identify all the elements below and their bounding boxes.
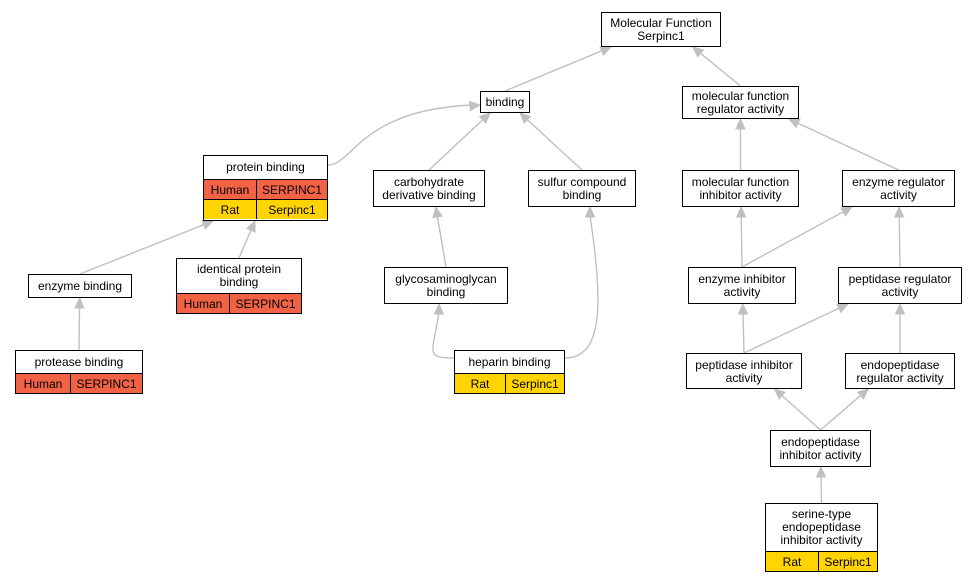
node-endopeptidase-regulator[interactable]: endopeptidase regulator activity (845, 353, 955, 389)
arrowhead (433, 302, 445, 315)
node-binding[interactable]: binding (480, 91, 530, 113)
gene-cell: Serpinc1 (505, 374, 564, 393)
node-label: Molecular Function Serpinc1 (610, 16, 712, 43)
annotation-row-human: Human SERPINC1 (177, 293, 301, 313)
node-label: heparin binding (468, 354, 551, 369)
annotation-row-human: Human SERPINC1 (204, 179, 327, 199)
arrowhead (735, 117, 746, 130)
node-label: peptidase regulator activity (848, 272, 952, 299)
gene-cell: Serpinc1 (818, 552, 877, 571)
species-cell: Rat (782, 554, 802, 569)
node-label: protein binding (226, 160, 305, 174)
edge-binding-to-molecular-function (504, 49, 604, 92)
edge-enzyme-binding-to-protein-binding (79, 223, 206, 275)
edge-peptidase-regulator-to-enzyme-regulator (898, 214, 901, 268)
node-label: sulfur compound binding (537, 175, 627, 202)
node-label: protease binding (34, 354, 124, 369)
gene-cell: SERPINC1 (70, 374, 142, 393)
node-carbohydrate-derivative[interactable]: carbohydrate derivative binding (373, 170, 485, 207)
arrowhead (856, 388, 870, 400)
edge-protease-binding-to-enzyme-binding (78, 305, 81, 351)
edge-protein-binding-to-binding (327, 104, 473, 166)
edge-mf-regulator-to-molecular-function (698, 51, 741, 87)
edge-endopeptidase-inhibitor-to-peptidase-inhibitor (780, 393, 821, 431)
node-label: enzyme inhibitor activity (698, 272, 786, 299)
node-peptidase-inhibitor[interactable]: peptidase inhibitor activity (686, 353, 802, 389)
annotation-row-rat: Rat Serpinc1 (455, 373, 564, 393)
node-label: molecular function regulator activity (691, 89, 790, 116)
arrowhead (519, 112, 532, 124)
arrowhead (599, 46, 613, 56)
node-label: enzyme binding (37, 279, 123, 293)
annotation-row-rat: Rat Serpinc1 (766, 551, 877, 571)
edge-glycosaminoglycan-to-carbohydrate-derivative (436, 214, 447, 268)
edge-enzyme-regulator-to-mf-regulator (795, 121, 899, 171)
node-glycosaminoglycan[interactable]: glycosaminoglycan binding (384, 267, 508, 304)
arrowhead (478, 112, 491, 125)
species-cell: Human (183, 296, 223, 311)
edge-heparin-binding-to-sulfur-compound (564, 214, 599, 359)
edge-heparin-binding-to-glycosaminoglycan (432, 311, 455, 359)
node-label: peptidase inhibitor activity (695, 357, 793, 385)
species-cell: Human (23, 376, 63, 391)
arrowhead (584, 205, 596, 218)
annotation-row-human: Human SERPINC1 (16, 373, 142, 393)
edge-peptidase-inhibitor-to-enzyme-inhibitor (742, 311, 745, 354)
arrowhead (836, 303, 850, 314)
gene-cell: Serpinc1 (256, 200, 327, 219)
node-label: molecular function inhibitor activity (691, 175, 790, 202)
arrowhead (691, 46, 705, 58)
edge-enzyme-inhibitor-to-enzyme-regulator (741, 210, 846, 268)
node-endopeptidase-inhibitor[interactable]: endopeptidase inhibitor activity (770, 430, 871, 467)
edge-identical-protein-to-protein-binding (238, 228, 253, 259)
node-peptidase-regulator[interactable]: peptidase regulator activity (838, 267, 962, 304)
edge-sulfur-compound-to-binding (525, 117, 583, 171)
arrowhead (815, 465, 827, 478)
node-label: identical protein binding (196, 262, 282, 289)
species-cell: Human (210, 182, 250, 197)
edge-carbohydrate-derivative-to-binding (428, 117, 485, 171)
node-label: endopeptidase regulator activity (856, 357, 944, 385)
node-label: enzyme regulator activity (852, 175, 945, 202)
node-enzyme-binding[interactable]: enzyme binding (28, 274, 132, 298)
edge-peptidase-inhibitor-to-peptidase-regulator (743, 306, 842, 354)
arrowhead (894, 302, 906, 315)
gene-cell: SERPINC1 (229, 294, 301, 313)
arrowhead (468, 100, 482, 112)
arrowhead (787, 118, 801, 129)
edge-enzyme-inhibitor-to-mf-inhibitor (740, 214, 743, 268)
node-label: endopeptidase inhibitor activity (779, 435, 862, 462)
gene-cell: SERPINC1 (256, 180, 327, 199)
node-molecular-function[interactable]: Molecular Function Serpinc1 (601, 12, 721, 47)
arrowhead (245, 219, 256, 233)
arrowhead (840, 206, 854, 217)
node-serine-type[interactable]: serine-type endopeptidase inhibitor acti… (765, 503, 878, 572)
arrowhead (201, 219, 215, 230)
arrowhead (432, 205, 443, 219)
arrowhead (737, 302, 749, 315)
node-enzyme-regulator[interactable]: enzyme regulator activity (842, 170, 955, 207)
node-sulfur-compound[interactable]: sulfur compound binding (528, 170, 636, 207)
edge-endopeptidase-inhibitor-to-endopeptidase-regulator (820, 393, 863, 431)
arrowhead (773, 388, 786, 400)
node-label: carbohydrate derivative binding (382, 175, 476, 202)
species-cell: Rat (470, 376, 490, 391)
node-label: glycosaminoglycan binding (395, 272, 497, 299)
annotation-row-rat: Rat Serpinc1 (204, 199, 327, 219)
species-cell: Rat (220, 202, 240, 217)
arrowhead (735, 205, 747, 218)
node-label: serine-type endopeptidase inhibitor acti… (780, 507, 863, 547)
arrowhead (74, 296, 85, 309)
node-mf-inhibitor[interactable]: molecular function inhibitor activity (682, 170, 799, 207)
arrowhead (893, 205, 905, 218)
node-mf-regulator[interactable]: molecular function regulator activity (682, 86, 799, 119)
node-label: binding (485, 95, 525, 109)
node-enzyme-inhibitor[interactable]: enzyme inhibitor activity (688, 267, 796, 304)
